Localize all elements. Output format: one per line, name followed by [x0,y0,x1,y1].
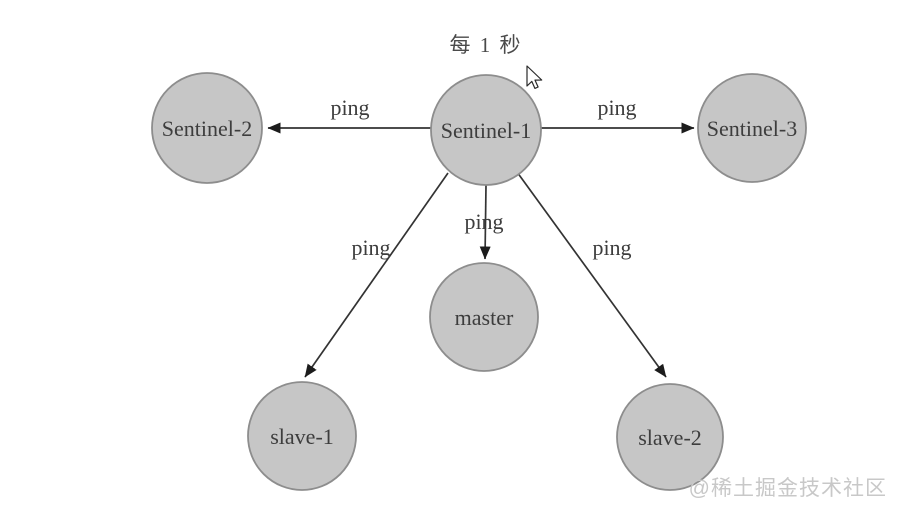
node-slave-1 [247,381,357,491]
edge-sentinel-1-to-slave-1 [304,172,449,378]
edge-label-sentinel-2: ping [330,95,369,120]
edge-label-slave-2: ping [592,235,631,260]
edge-label-sentinel-3: ping [597,95,636,120]
diagram-title: 每 1 秒 [449,33,523,57]
node-master [429,262,539,372]
node-label-slave-1: slave-1 [270,424,334,449]
edge-label-master: ping [464,209,503,234]
edge-sentinel-1-to-master [479,184,491,260]
watermark-text: @稀土掘金技术社区 [688,477,887,500]
node-label-master: master [455,305,514,330]
node-sentinel-1 [430,74,542,186]
edge-sentinel-1-to-slave-2 [516,171,667,378]
node-label-sentinel-3: Sentinel-3 [707,116,797,141]
node-label-sentinel-1: Sentinel-1 [441,118,531,143]
node-sentinel-2 [151,72,263,184]
mouse-cursor-icon [526,65,543,89]
node-slave-2 [616,383,724,491]
node-label-sentinel-2: Sentinel-2 [162,116,252,141]
node-label-slave-2: slave-2 [638,425,702,450]
node-sentinel-3 [697,73,807,183]
edge-label-slave-1: ping [351,235,390,260]
